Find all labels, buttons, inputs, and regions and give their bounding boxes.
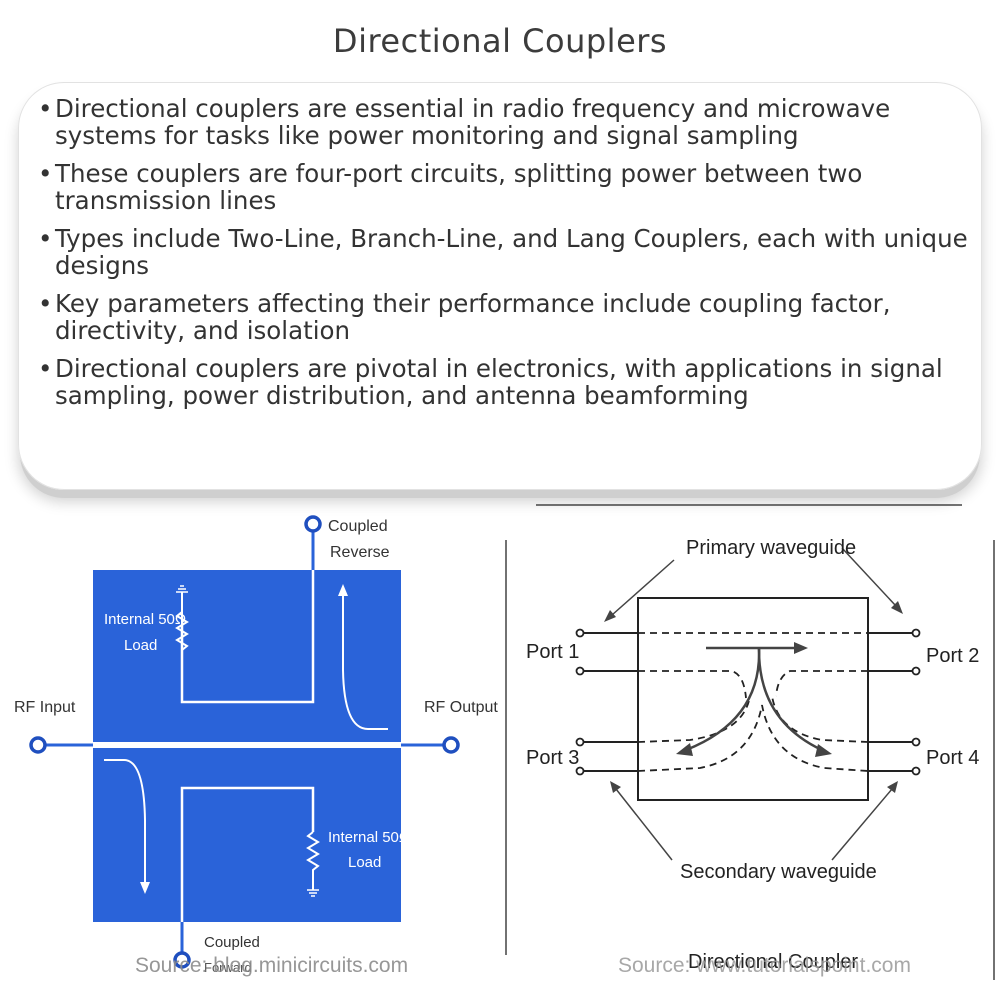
arrow-left-icon bbox=[676, 743, 693, 756]
coupler-block-svg: Coupled Reverse Internal 50Ω Load RF Inp… bbox=[14, 515, 498, 977]
bullet-item: •Key parameters affecting their performa… bbox=[38, 289, 968, 345]
port1-terminal bbox=[575, 628, 585, 638]
secondary-waveguide-label: Secondary waveguide bbox=[680, 861, 877, 883]
main-line bbox=[93, 742, 401, 748]
coupled-signal-left bbox=[685, 647, 761, 752]
internal-load-label: Load bbox=[124, 637, 157, 654]
primary-guide-dashed bbox=[775, 670, 868, 697]
rf-output-port bbox=[442, 736, 460, 754]
bullet-dot: • bbox=[38, 354, 53, 383]
source-credit: Source: www.tutorialspoint.com bbox=[618, 954, 911, 977]
page-title: Directional Couplers bbox=[332, 22, 668, 60]
arrow-right-icon bbox=[794, 642, 808, 654]
coupler-box bbox=[637, 597, 869, 801]
summary-card bbox=[18, 82, 982, 490]
bottom-resistor bbox=[306, 831, 320, 890]
coupled-reverse-port bbox=[304, 515, 322, 533]
port4-terminal bbox=[911, 766, 921, 776]
bullet-text: Directional couplers are pivotal in elec… bbox=[55, 354, 943, 410]
top-resistor bbox=[175, 609, 189, 651]
bullet-list: •Directional couplers are essential in r… bbox=[38, 94, 968, 421]
rf-output-label: RF Output bbox=[424, 699, 498, 716]
port4-terminal bbox=[911, 737, 921, 747]
bullet-dot: • bbox=[38, 94, 53, 123]
port3-terminal bbox=[575, 737, 585, 747]
secondary-guide-dashed bbox=[771, 695, 869, 743]
coupler-block-diagram: Coupled Reverse Internal 50Ω Load RF Inp… bbox=[0, 500, 500, 990]
secondary-guide-dashed bbox=[637, 695, 751, 743]
arrow-pointer-icon bbox=[891, 601, 903, 614]
rf-input-port bbox=[29, 736, 47, 754]
coupled-forward-port bbox=[173, 951, 191, 969]
arrow-pointer-icon bbox=[610, 781, 621, 793]
port1-label: Port 1 bbox=[526, 641, 579, 663]
coupled-forward-label: Forward bbox=[204, 960, 252, 975]
coupled-reverse-label: Coupled bbox=[328, 518, 388, 535]
coupled-reverse-line bbox=[180, 570, 315, 704]
coupled-forward-line bbox=[180, 786, 315, 930]
source-credit: Source: blog.minicircuits.com bbox=[135, 954, 408, 977]
bullet-text: Key parameters affecting their performan… bbox=[55, 289, 891, 345]
rf-input-label: RF Input bbox=[14, 699, 76, 716]
primary-waveguide-label: Primary waveguide bbox=[686, 537, 856, 559]
arrow-up-icon bbox=[338, 584, 348, 596]
arrow-down-icon bbox=[140, 882, 150, 894]
port1-terminal bbox=[575, 666, 585, 676]
waveguide-coupler-svg: Primary waveguide Port 1 Port 2 Port 3 P… bbox=[505, 504, 995, 980]
bullet-dot: • bbox=[38, 159, 53, 188]
bullet-item: •These couplers are four-port circuits, … bbox=[38, 159, 968, 215]
internal-load-label: Internal 50Ω bbox=[328, 829, 410, 846]
internal-load-label: Internal 50Ω bbox=[104, 611, 186, 628]
port2-terminal bbox=[911, 628, 921, 638]
bullet-item: •Types include Two-Line, Branch-Line, an… bbox=[38, 224, 968, 280]
bullet-item: •Directional couplers are pivotal in ele… bbox=[38, 354, 968, 410]
port4-label: Port 4 bbox=[926, 747, 979, 769]
pointer-secondary-right bbox=[831, 788, 893, 861]
coupled-reverse-label: Reverse bbox=[330, 544, 390, 561]
pointer-primary-left bbox=[611, 559, 675, 616]
bullet-dot: • bbox=[38, 224, 53, 253]
port2-terminal bbox=[911, 666, 921, 676]
coupled-signal-right bbox=[757, 647, 823, 752]
secondary-guide-dashed bbox=[637, 704, 869, 772]
bullet-text: These couplers are four-port circuits, s… bbox=[55, 159, 863, 215]
pointer-secondary-left bbox=[615, 788, 673, 861]
arrow-right-icon bbox=[815, 744, 832, 757]
primary-guide-dashed bbox=[638, 670, 747, 699]
bullet-text: Types include Two-Line, Branch-Line, and… bbox=[55, 224, 968, 280]
reverse-signal-curve bbox=[342, 592, 388, 730]
arrow-pointer-icon bbox=[604, 610, 616, 622]
bullet-dot: • bbox=[38, 289, 53, 318]
coupled-forward-label: Coupled bbox=[204, 934, 260, 951]
bullet-text: Directional couplers are essential in ra… bbox=[55, 94, 891, 150]
pointer-primary-right bbox=[841, 547, 897, 607]
figure-caption: Directional Coupler bbox=[688, 951, 858, 973]
internal-load-label: Load bbox=[348, 854, 381, 871]
port3-terminal bbox=[575, 766, 585, 776]
forward-signal-curve bbox=[104, 759, 146, 886]
waveguide-coupler-diagram: Primary waveguide Port 1 Port 2 Port 3 P… bbox=[500, 500, 1000, 990]
port2-label: Port 2 bbox=[926, 645, 979, 667]
arrow-pointer-icon bbox=[887, 781, 898, 793]
bullet-item: •Directional couplers are essential in r… bbox=[38, 94, 968, 150]
port3-label: Port 3 bbox=[526, 747, 579, 769]
